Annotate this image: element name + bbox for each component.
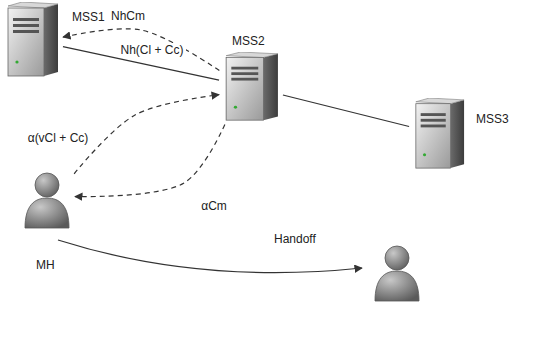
person-icon (375, 246, 419, 301)
server-icon (4, 2, 60, 78)
edge-label: αCm (199, 199, 229, 213)
node-label: MH (36, 258, 55, 272)
node-label: MSS2 (232, 34, 265, 48)
server-icon (222, 52, 280, 122)
person-icon (22, 170, 72, 230)
note-label: Handoff (272, 232, 318, 246)
edge-label: α(vCl + Cc) (26, 131, 91, 145)
server-node: MSS1 (4, 2, 60, 78)
server-icon (412, 98, 466, 170)
message-arrow (75, 124, 225, 196)
link-line (283, 95, 409, 127)
server-node: MSS2 (222, 52, 280, 122)
host-node: MH (22, 170, 72, 230)
node-label: MSS1 (72, 10, 105, 24)
message-arrow (63, 29, 219, 71)
edge-label: NhCm (109, 9, 147, 23)
edge-label: Nh(Cl + Cc) (118, 43, 185, 57)
server-node: MSS3 (412, 98, 466, 170)
message-arrow (74, 95, 219, 174)
node-label: MSS3 (476, 112, 509, 126)
